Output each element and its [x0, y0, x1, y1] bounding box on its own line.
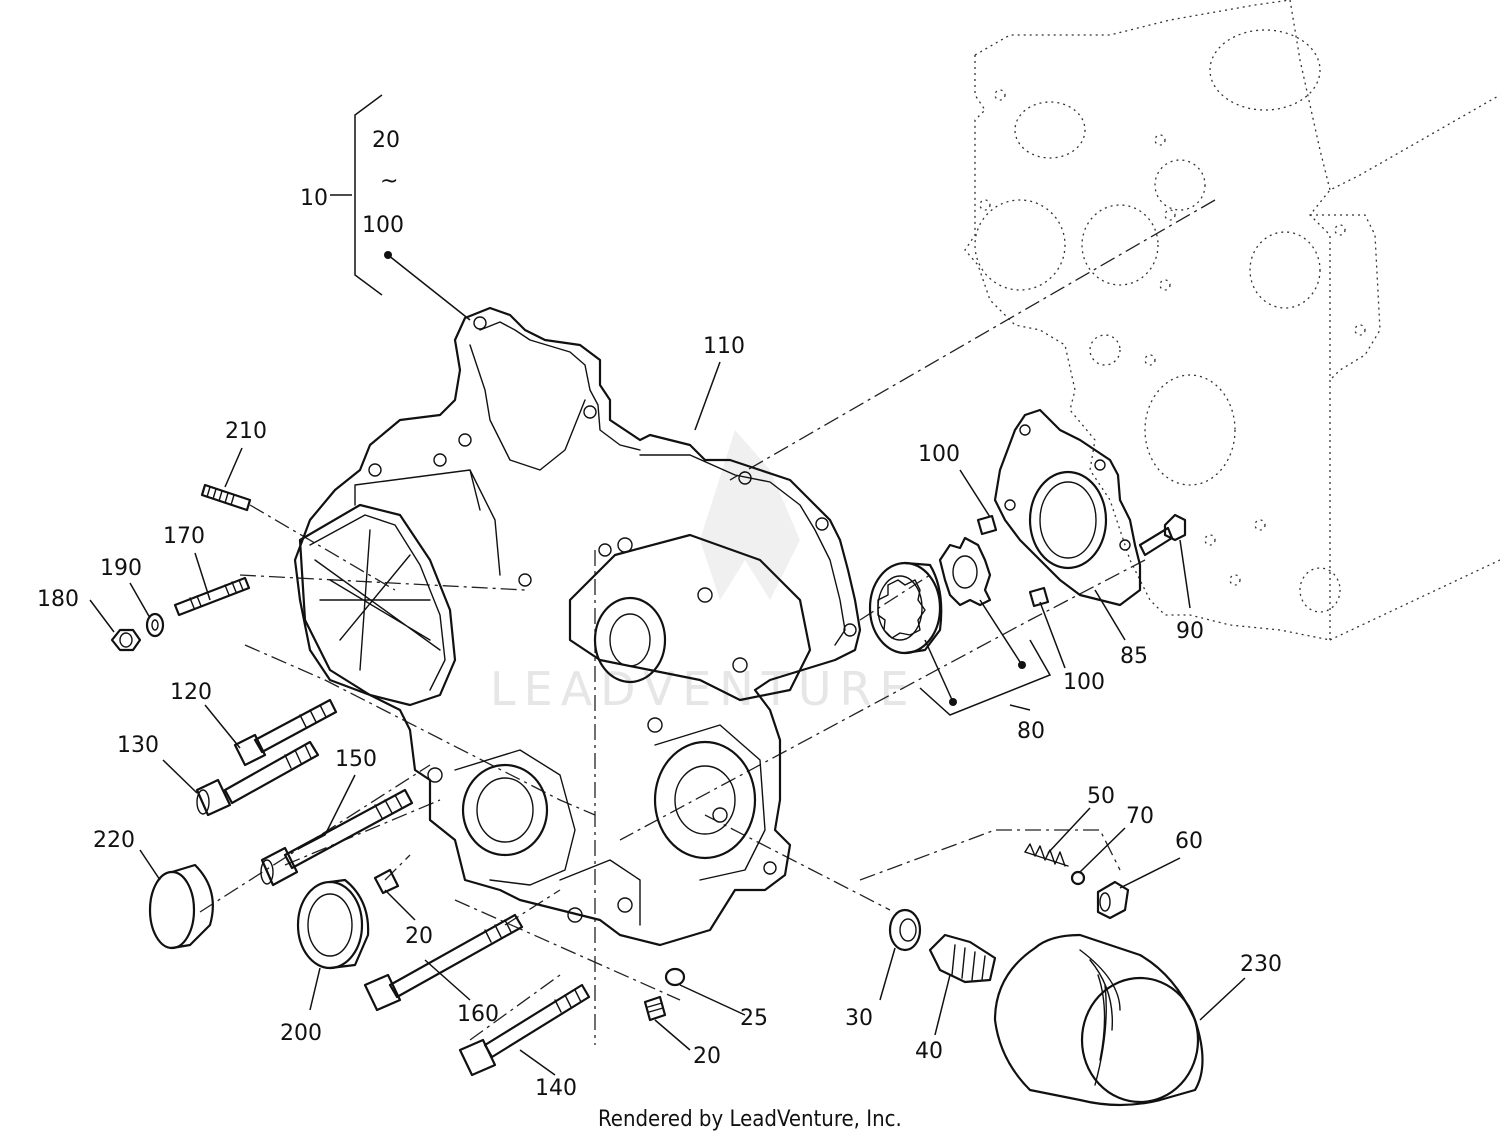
part-230-oil-filter: [993, 933, 1204, 1107]
part-210-stud: [200, 483, 252, 512]
label-25: 25: [740, 1006, 768, 1031]
part-170-stud: [173, 576, 251, 617]
label-100-pin-upper: 100: [918, 442, 960, 467]
label-range-tilde: ~: [380, 169, 398, 194]
part-number-labels: 20 ~ 100 10 110 210 170 190 180 120 130 …: [37, 128, 1282, 1101]
gear-case-assembly: [293, 306, 862, 947]
watermark-text: LEADVENTURE: [490, 662, 917, 716]
part-190-washer: [145, 612, 165, 638]
assembly-center-lines: [199, 199, 1216, 1045]
label-110: 110: [703, 334, 745, 359]
leader-lines: [89, 94, 1246, 1076]
part-90-bolt: [1138, 513, 1187, 557]
label-130: 130: [117, 733, 159, 758]
label-20-bottom: 20: [693, 1044, 721, 1069]
label-100-pin-lower: 100: [1063, 670, 1105, 695]
part-30-gasket: [888, 908, 922, 952]
label-200: 200: [280, 1021, 322, 1046]
part-100-pins: [976, 514, 1050, 608]
label-180: 180: [37, 587, 79, 612]
part-80-rotor-set: [868, 536, 992, 655]
part-180-nut: [110, 628, 142, 652]
part-150-bolt: [260, 788, 414, 887]
part-25-ring: [664, 967, 686, 987]
label-60: 60: [1175, 829, 1203, 854]
label-170: 170: [163, 524, 205, 549]
label-10: 10: [300, 186, 328, 211]
label-50: 50: [1087, 784, 1115, 809]
leadventure-watermark: LEADVENTURE: [490, 430, 917, 716]
part-130-bolt: [195, 740, 320, 817]
part-220-cap: [148, 863, 214, 950]
part-60-plug: [1096, 880, 1130, 920]
label-80: 80: [1017, 719, 1045, 744]
label-150: 150: [335, 747, 377, 772]
label-40: 40: [915, 1039, 943, 1064]
label-160: 160: [457, 1002, 499, 1027]
part-120-bolt: [233, 698, 338, 767]
engine-block: [964, 0, 1500, 641]
part-50-spring: [1024, 843, 1069, 867]
part-200-seal: [296, 878, 370, 970]
part-160-bolt: [363, 913, 524, 1012]
label-140: 140: [535, 1076, 577, 1101]
part-20-plug-bottom: [643, 995, 667, 1022]
label-190: 190: [100, 556, 142, 581]
part-40-fitting: [928, 933, 997, 984]
label-70: 70: [1126, 804, 1154, 829]
label-20-range-start: 20: [372, 128, 400, 153]
label-220: 220: [93, 828, 135, 853]
part-85-pump-cover: [993, 408, 1142, 607]
part-70-ball: [1070, 870, 1086, 886]
label-210: 210: [225, 419, 267, 444]
label-230: 230: [1240, 952, 1282, 977]
part-140-bolt: [458, 983, 591, 1077]
footer-credit: Rendered by LeadVenture, Inc.: [598, 1107, 902, 1132]
part-20-plug-mid: [373, 868, 400, 895]
label-85: 85: [1120, 644, 1148, 669]
label-30: 30: [845, 1006, 873, 1031]
label-100-range-end: 100: [362, 213, 404, 238]
label-120: 120: [170, 680, 212, 705]
label-20-mid: 20: [405, 924, 433, 949]
label-90: 90: [1176, 619, 1204, 644]
